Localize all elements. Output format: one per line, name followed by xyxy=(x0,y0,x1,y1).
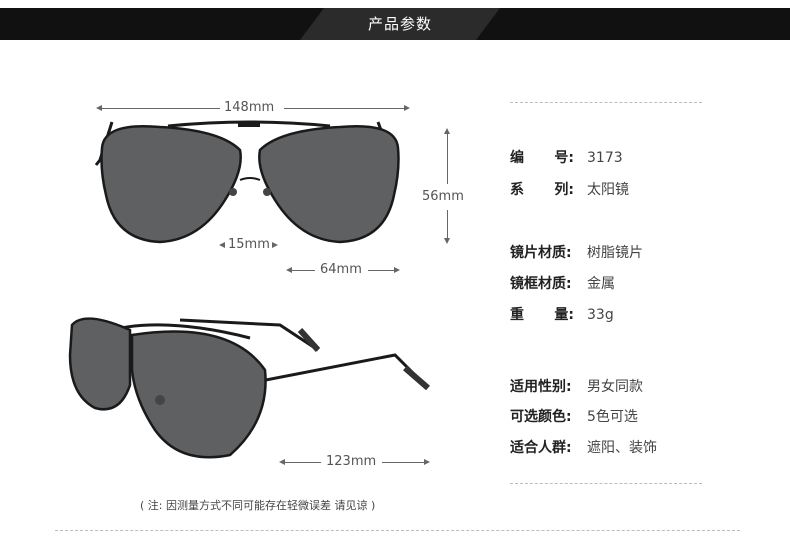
spec-value: 树脂镜片 xyxy=(587,245,643,261)
height-arrow-up xyxy=(444,128,450,134)
height-arrow-down xyxy=(444,238,450,244)
spec-key: 适用性别: xyxy=(510,379,572,395)
spec-value: 5色可选 xyxy=(587,409,638,425)
width-arrow-right xyxy=(404,105,410,111)
lens-arrow-left xyxy=(286,267,292,273)
spec-key: 编 号: xyxy=(510,150,574,166)
spec-key: 镜片材质: xyxy=(510,245,572,261)
height-line-top xyxy=(447,132,448,184)
spec-value: 金属 xyxy=(587,276,615,292)
sunglasses-front-image xyxy=(94,120,400,244)
spec-divider-bottom xyxy=(510,483,702,484)
measurement-note: ( 注: 因测量方式不同可能存在轻微误差 请见谅 ) xyxy=(140,499,376,512)
lens-width-label: 64mm xyxy=(320,262,362,277)
spec-key: 镜框材质: xyxy=(510,276,572,292)
temple-arrow-left xyxy=(279,459,285,465)
height-line-bottom xyxy=(447,210,448,240)
bridge-label: 15mm xyxy=(228,237,270,252)
spec-value: 33g xyxy=(587,307,614,323)
bridge-arrow-right xyxy=(272,242,278,248)
header-title: 产品参数 xyxy=(367,15,432,33)
height-label: 56mm xyxy=(422,189,464,204)
header-tab xyxy=(300,8,500,40)
spec-value: 遮阳、装饰 xyxy=(587,440,657,456)
temple-line-right xyxy=(382,462,424,463)
spec-key: 重 量: xyxy=(510,307,574,323)
spec-value: 男女同款 xyxy=(587,379,643,395)
temple-line-left xyxy=(283,462,321,463)
width-line-right xyxy=(284,108,404,109)
bridge-arrow-left xyxy=(219,242,225,248)
sunglasses-angled-image xyxy=(68,317,430,459)
temple-arrow-right xyxy=(424,459,430,465)
spec-key: 可选颜色: xyxy=(510,409,572,425)
header-bar: 产品参数 xyxy=(0,8,790,40)
spec-key: 适合人群: xyxy=(510,440,572,456)
lens-line-right xyxy=(368,270,394,271)
lens-arrow-right xyxy=(394,267,400,273)
temple-label: 123mm xyxy=(326,454,377,469)
footer-divider xyxy=(55,530,740,531)
spec-value: 3173 xyxy=(587,150,623,166)
spec-divider-top xyxy=(510,102,702,103)
spec-value: 太阳镜 xyxy=(587,182,629,198)
width-line-left xyxy=(100,108,220,109)
spec-key: 系 列: xyxy=(510,182,574,198)
lens-line-left xyxy=(290,270,315,271)
width-label: 148mm xyxy=(224,100,275,115)
width-arrow-left xyxy=(96,105,102,111)
